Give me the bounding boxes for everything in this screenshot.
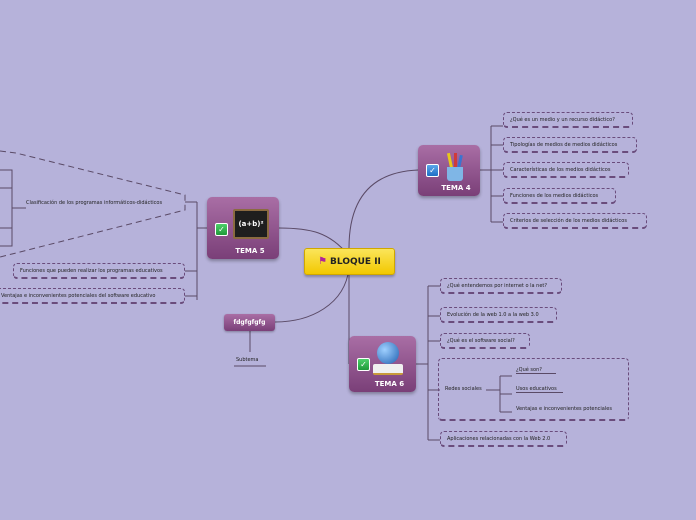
central-topic[interactable]: ⚑ BLOQUE II: [304, 248, 395, 275]
topic-title: fdgfgfgfg: [233, 319, 266, 326]
subtopic-tema4-4[interactable]: Funciones de los medios didácticos: [503, 188, 616, 204]
subtopic-tema6-5[interactable]: Aplicaciones relacionadas con la Web 2.0: [440, 431, 567, 447]
redes-child-2[interactable]: Usos educativos: [516, 385, 563, 393]
topic-title: TEMA 5: [235, 247, 265, 255]
flag-icon: ⚑: [318, 256, 328, 267]
subtopic-label: ¿Qué son?: [516, 366, 542, 373]
check-icon: ✓: [426, 164, 439, 177]
pencil-cup-icon: [446, 152, 463, 181]
subtopic-label: Redes sociales: [445, 386, 482, 392]
subtopic-label: ¿Qué entendemos por internet o la net?: [447, 282, 548, 289]
subtopic-label: Clasificación de los programas informáti…: [26, 199, 163, 206]
subtopic-tema5-2[interactable]: Funciones que pueden realizar los progra…: [13, 263, 185, 279]
subtopic-tema5-3[interactable]: Ventajas e inconvenientes potenciales de…: [0, 288, 185, 304]
subtopic-label: Criterios de selección de los medios did…: [510, 217, 627, 224]
topic-title: TEMA 6: [374, 380, 405, 388]
subtopic-tema6-1[interactable]: ¿Qué entendemos por internet o la net?: [440, 278, 562, 294]
globe-book-icon: [373, 342, 403, 375]
subtopic-subtema[interactable]: Subtema: [236, 356, 259, 364]
subtopic-label: Características de los medios didácticos: [510, 166, 611, 173]
subtopic-label: Usos educativos: [516, 385, 557, 392]
subtopic-tema4-1[interactable]: ¿Qué es un medio y un recurso didáctico?: [503, 112, 633, 128]
topic-tema-5[interactable]: ✓ (a+b)² TEMA 5: [207, 197, 279, 259]
subtopic-label: Subtema: [236, 357, 259, 363]
subtopic-label: ¿Qué es un medio y un recurso didáctico?: [510, 116, 615, 123]
topic-tema-6[interactable]: ✓ TEMA 6: [349, 336, 416, 392]
subtopic-tema4-2[interactable]: Tipologías de medios de medios didáctico…: [503, 137, 637, 153]
subtopic-label: Ventajas e inconvenientes potenciales de…: [1, 292, 156, 299]
subtopic-tema5-1[interactable]: Clasificación de los programas informáti…: [26, 198, 162, 207]
topic-fdgfgfgfg[interactable]: fdgfgfgfg: [224, 314, 275, 331]
subtopic-label: Funciones que pueden realizar los progra…: [20, 267, 163, 274]
topic-tema-4[interactable]: ✓ TEMA 4: [418, 145, 480, 196]
subtopic-label: Aplicaciones relacionadas con la Web 2.0: [447, 435, 551, 442]
subtopic-tema6-redes[interactable]: Redes sociales: [438, 358, 629, 421]
subtopic-tema6-3[interactable]: ¿Qué es el software social?: [440, 333, 530, 349]
subtopic-tema6-2[interactable]: Evolución de la web 1.0 a la web 3.0: [440, 307, 557, 323]
topic-title: TEMA 4: [441, 184, 471, 192]
check-icon: ✓: [357, 358, 370, 371]
redes-child-3[interactable]: Ventajas e inconvenientes potenciales: [516, 405, 612, 413]
subtopic-label: ¿Qué es el software social?: [447, 337, 515, 344]
subtopic-label: Ventajas e inconvenientes potenciales: [516, 406, 612, 412]
subtopic-label: Evolución de la web 1.0 a la web 3.0: [447, 311, 539, 318]
subtopic-label: Tipologías de medios de medios didáctico…: [510, 141, 618, 148]
check-icon: ✓: [215, 223, 228, 236]
chalkboard-icon: (a+b)²: [233, 209, 269, 239]
redes-child-1[interactable]: ¿Qué son?: [516, 366, 556, 374]
subtopic-tema4-5[interactable]: Criterios de selección de los medios did…: [503, 213, 647, 229]
subtopic-tema4-3[interactable]: Características de los medios didácticos: [503, 162, 629, 178]
central-title: BLOQUE II: [330, 256, 381, 267]
subtopic-label: Funciones de los medios didácticos: [510, 192, 599, 199]
